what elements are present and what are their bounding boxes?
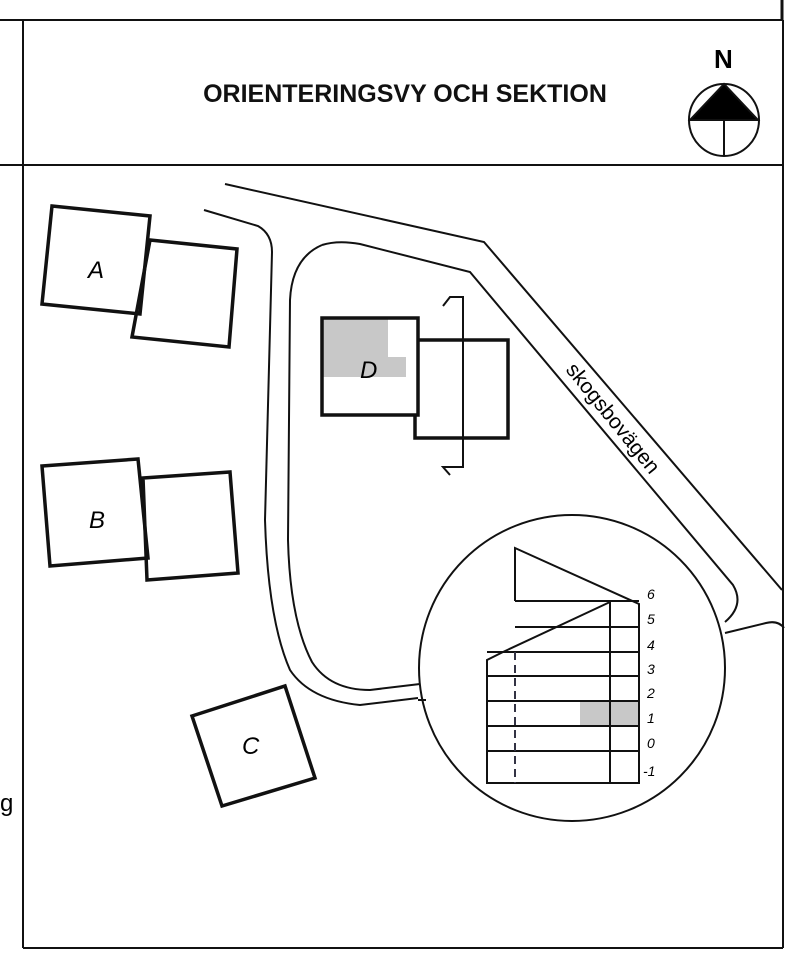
- roads: [203, 183, 785, 707]
- section-marker: [440, 296, 464, 476]
- building-b-part2: [141, 470, 240, 582]
- label-b: B: [89, 507, 105, 534]
- level-minus1: -1: [643, 763, 655, 779]
- level-1: 1: [647, 710, 655, 726]
- road-outer-edge: [224, 183, 783, 591]
- label-a: A: [86, 257, 104, 284]
- label-c: C: [242, 733, 260, 760]
- label-d: D: [360, 357, 377, 384]
- street-label: skogsbovägen: [561, 359, 664, 479]
- road-inner-edge: [321, 241, 739, 623]
- level-2: 2: [646, 685, 655, 701]
- building-d-part2: [413, 338, 510, 440]
- section-detail: 6 5 4 3 2 1 0 -1: [418, 514, 726, 822]
- level-3: 3: [647, 661, 655, 677]
- building-a-part1: [40, 204, 152, 316]
- building-a-part2: [129, 238, 239, 349]
- road-west-edge: [203, 209, 419, 707]
- page-title: ORIENTERINGSVY OCH SEKTION: [203, 80, 607, 108]
- road-loop-edge: [286, 244, 421, 692]
- level-0: 0: [647, 735, 655, 751]
- level-5: 5: [647, 611, 655, 627]
- building-d-highlight: [323, 319, 406, 377]
- building-b-part1: [40, 457, 150, 568]
- north-arrow-icon: [687, 82, 761, 157]
- road-east-branch: [724, 621, 785, 634]
- level-6: 6: [647, 586, 655, 602]
- cut-off-text: g: [0, 790, 14, 817]
- building-c: [189, 683, 318, 809]
- level-4: 4: [647, 637, 655, 653]
- north-label: N: [714, 44, 733, 74]
- building-d-part1: [320, 316, 420, 417]
